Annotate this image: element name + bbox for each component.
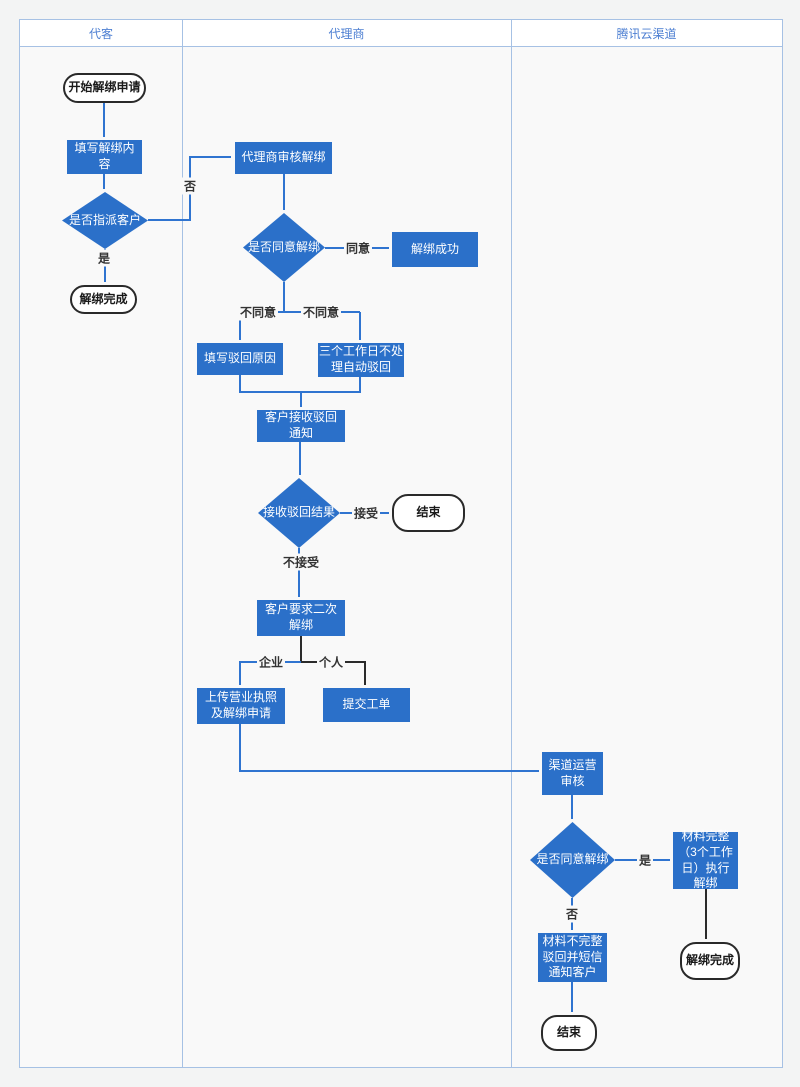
lane-header-customer: 代客 (88, 26, 113, 41)
node-fill-unbind-content: 填写解绑内 容 (67, 140, 142, 174)
lane-header-tencent-channel: 腾讯云渠道 (616, 26, 677, 41)
node-unbind-success: 解绑成功 (392, 232, 478, 267)
edge-label-not-accept: 不接受 (280, 553, 322, 571)
node-start-terminator: 开始解绑申请 (63, 73, 146, 103)
node-submit-ticket: 提交工单 (323, 688, 410, 722)
node-customer-receive-notice: 客户接收驳回 通知 (257, 410, 345, 442)
edge-label-personal: 个人 (316, 653, 346, 671)
edge-label-enterprise: 企业 (256, 653, 286, 671)
node-unbind-done-right-terminator: 解绑完成 (680, 942, 740, 980)
node-materials-incomplete-reject: 材料不完整 驳回并短信 通知客户 (538, 933, 607, 982)
node-auto-reject: 三个工作日不处 理自动驳回 (318, 343, 404, 377)
edge-label-no-assign: 否 (181, 177, 199, 195)
swimlane-canvas: 代客 代理商 腾讯云渠道 (19, 19, 783, 1068)
lane-divider-2 (511, 20, 512, 1067)
node-end-mid-terminator: 结束 (392, 494, 465, 532)
node-unbind-done-left-terminator: 解绑完成 (70, 285, 137, 314)
node-agent-review: 代理商审核解绑 (235, 142, 332, 174)
edge-label-disagree-right: 不同意 (300, 303, 342, 321)
edge-label-yes-assign: 是 (95, 249, 113, 267)
node-materials-complete-exec: 材料完整 （3个工作 日）执行 解绑 (673, 829, 738, 890)
edge-label-accept: 接受 (351, 504, 381, 522)
node-second-unbind-request: 客户要求二次 解绑 (257, 600, 345, 636)
node-upload-license: 上传营业执照 及解绑申请 (197, 688, 285, 724)
edge-label-disagree-left: 不同意 (237, 303, 279, 321)
node-end-right-terminator: 结束 (541, 1015, 597, 1051)
node-channel-operation-review: 渠道运营 审核 (542, 752, 603, 795)
node-fill-reject-reason: 填写驳回原因 (197, 343, 283, 375)
edge-label-yes-channel: 是 (636, 851, 654, 869)
edge-label-agree: 同意 (343, 239, 373, 257)
lane-divider-1 (182, 20, 183, 1067)
lane-header-agent: 代理商 (328, 26, 365, 41)
edge-label-no-channel: 否 (563, 905, 581, 923)
lane-header-row: 代客 代理商 腾讯云渠道 (20, 20, 782, 47)
